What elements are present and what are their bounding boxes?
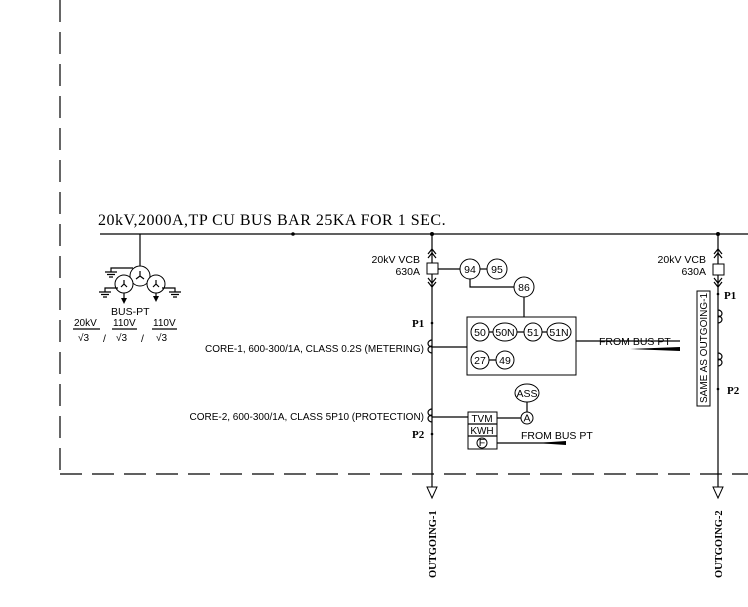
kwh-meter: KWH [470, 426, 493, 437]
from-bus-pt-label: FROM BUS PT [599, 336, 671, 348]
tvm-meter: TVM [471, 414, 492, 425]
svg-text:51: 51 [527, 327, 539, 339]
bus-pt-label: BUS-PT [111, 306, 150, 318]
outgoing-2-feeder [696, 232, 725, 500]
svg-text:√3: √3 [116, 332, 127, 344]
svg-text:51N: 51N [549, 327, 568, 339]
vcb-2-label: 20kV VCB [658, 254, 706, 266]
core-1-label: CORE-1, 600-300/1A, CLASS 0.2S (METERING… [205, 344, 424, 355]
svg-text:/: / [141, 333, 144, 345]
same-as-outgoing-1-note: SAME AS OUTGOING-1 [699, 293, 710, 403]
svg-text:95: 95 [491, 264, 503, 276]
ct-core-1 [427, 339, 433, 354]
ammeter-selector-switch: ASS [514, 383, 540, 403]
bus-pt [99, 234, 181, 304]
svg-text:50: 50 [474, 327, 486, 339]
bus-pt-ratio: 20kV √3 / 110V √3 / 110V √3 [73, 318, 177, 345]
vcb-1-label: 20kV VCB [372, 254, 420, 266]
svg-text:49: 49 [499, 355, 511, 367]
svg-text:20kV: 20kV [74, 318, 97, 329]
svg-text:110V: 110V [153, 318, 176, 329]
outgoing-1-feeder [426, 232, 680, 500]
svg-text:A: A [523, 413, 530, 425]
svg-text:ASS: ASS [516, 388, 537, 400]
outgoing-1-label: OUTGOING-1 [428, 510, 439, 578]
outgoing-2-label: OUTGOING-2 [714, 510, 725, 578]
relay-panel-devices: 50 50N 51 51N 27 49 [470, 322, 572, 370]
svg-text:110V: 110V [113, 318, 136, 329]
relay-86: 86 [513, 276, 535, 298]
p2-label: P2 [412, 429, 425, 441]
ct-core-2 [427, 408, 433, 423]
vcb-1-rating: 630A [395, 266, 420, 278]
svg-text:√3: √3 [78, 332, 89, 344]
vcb-1 [426, 262, 439, 275]
ammeter: A [520, 411, 534, 425]
bus-bar-title: 20kV,2000A,TP CU BUS BAR 25KA FOR 1 SEC. [98, 212, 446, 229]
core-2-label: CORE-2, 600-300/1A, CLASS 5P10 (PROTECTI… [189, 412, 424, 423]
vcb-2 [712, 263, 725, 276]
svg-text:27: 27 [474, 355, 486, 367]
meter-block: TVM KWH F [467, 411, 498, 450]
bus-node [291, 232, 295, 236]
p1-label: P1 [412, 318, 424, 330]
svg-text:86: 86 [518, 282, 530, 294]
relay-94: 94 [459, 258, 481, 280]
from-bus-pt-label-2: FROM BUS PT [521, 430, 593, 442]
svg-text:50N: 50N [495, 327, 514, 339]
relay-95: 95 [486, 258, 508, 280]
svg-text:√3: √3 [156, 332, 167, 344]
svg-text:/: / [103, 333, 106, 345]
svg-text:94: 94 [464, 264, 476, 276]
vcb-2-rating: 630A [681, 266, 706, 278]
p1-label-2: P1 [724, 290, 736, 302]
frequency-meter: F [479, 437, 485, 449]
p2-label-2: P2 [727, 385, 740, 397]
